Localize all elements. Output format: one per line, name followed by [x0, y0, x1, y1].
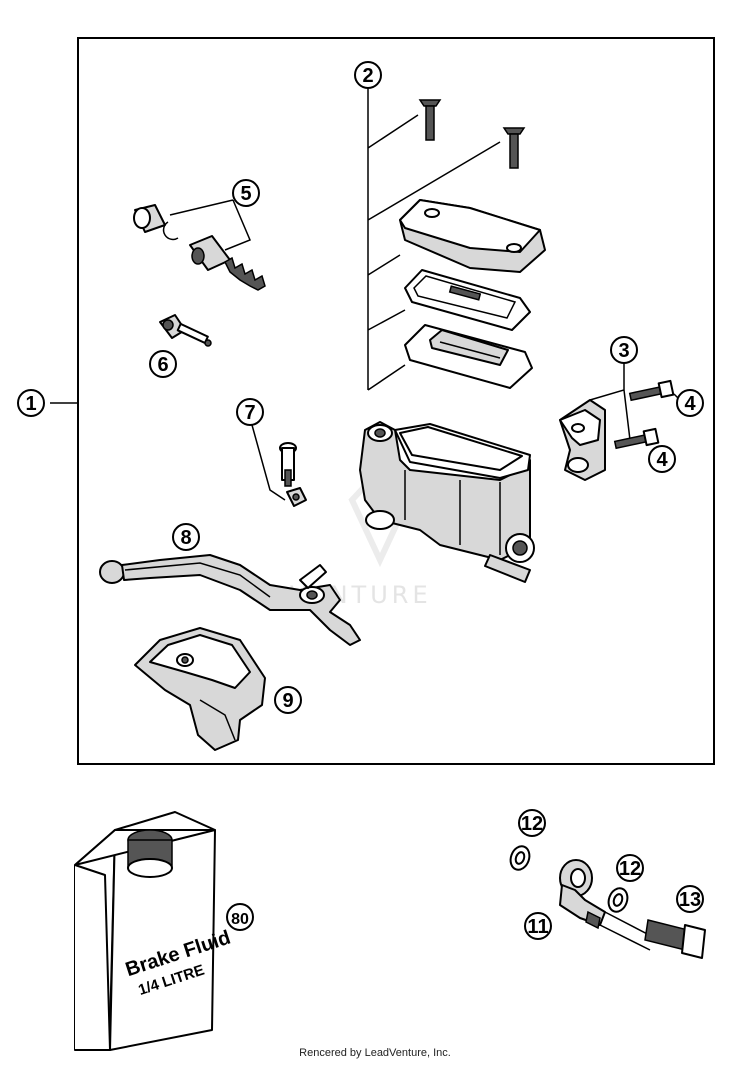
- lever-adjuster: [159, 314, 212, 347]
- reservoir-plate: [404, 269, 531, 331]
- assembly-frame: [77, 37, 715, 765]
- callout-8: 8: [172, 523, 200, 551]
- svg-text:3: 3: [618, 340, 629, 362]
- piston-kit: [133, 204, 266, 291]
- brake-lever: [99, 554, 361, 646]
- callout-11: 11: [524, 912, 552, 940]
- callout-5: 5: [232, 179, 260, 207]
- banjo-bolt: [644, 919, 706, 959]
- leader-2: [367, 88, 501, 391]
- callout-12-upper: 12: [518, 809, 546, 837]
- callout-3: 3: [610, 336, 638, 364]
- reservoir-diaphragm: [404, 324, 533, 389]
- svg-text:9: 9: [282, 690, 293, 712]
- svg-text:80: 80: [231, 911, 249, 928]
- washer-upper: [509, 845, 531, 871]
- reservoir-cap: [399, 199, 546, 273]
- brake-line-banjo: [559, 859, 656, 951]
- svg-text:11: 11: [527, 916, 548, 938]
- svg-text:8: 8: [180, 527, 191, 549]
- callout-80: 80: [226, 903, 254, 931]
- svg-text:13: 13: [679, 889, 701, 911]
- callout-4-upper: 4: [676, 389, 704, 417]
- master-cylinder-body: [359, 421, 535, 583]
- handlebar-clamp: [559, 399, 606, 481]
- svg-text:4: 4: [684, 393, 696, 415]
- leader-3: [589, 360, 631, 441]
- svg-text:5: 5: [240, 183, 251, 205]
- svg-text:6: 6: [157, 354, 168, 376]
- callout-6: 6: [149, 350, 177, 378]
- callout-9: 9: [274, 686, 302, 714]
- callout-4-lower: 4: [648, 445, 676, 473]
- callout-12-lower: 12: [616, 854, 644, 882]
- cover-screw-right: [502, 127, 526, 169]
- leader-7: [251, 424, 286, 501]
- clamp-bolt-upper: [628, 379, 679, 402]
- callout-7: 7: [236, 398, 264, 426]
- svg-text:7: 7: [244, 402, 255, 424]
- pivot-bolt: [279, 442, 307, 507]
- callout-2: 2: [354, 61, 382, 89]
- clamp-bolt-lower: [613, 427, 660, 450]
- svg-text:12: 12: [521, 813, 543, 835]
- attribution-footer: Rencered by LeadVenture, Inc.: [299, 1047, 451, 1059]
- leader-5: [169, 199, 251, 251]
- svg-text:1: 1: [25, 393, 36, 415]
- cover-screw-left: [418, 99, 442, 141]
- callout-1: 1: [17, 389, 45, 417]
- lever-guard: [134, 627, 266, 751]
- svg-text:2: 2: [362, 65, 373, 87]
- brake-fluid-bottle: Brake Fluid 1/4 LITRE: [74, 811, 233, 1051]
- svg-text:12: 12: [619, 858, 641, 880]
- svg-text:4: 4: [656, 449, 668, 471]
- washer-lower: [607, 887, 629, 913]
- callout-13: 13: [676, 885, 704, 913]
